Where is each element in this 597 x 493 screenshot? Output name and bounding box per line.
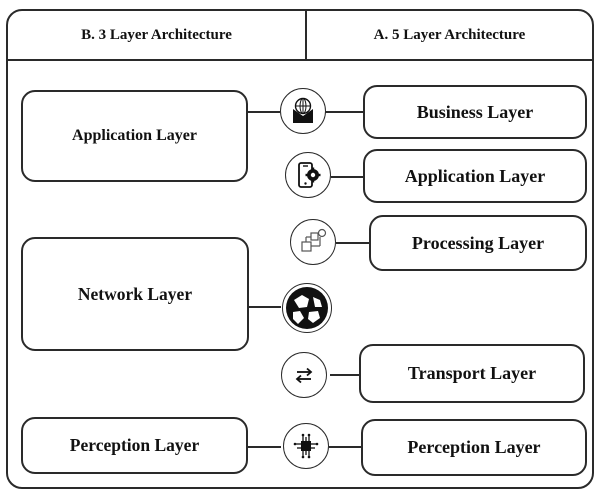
header-divider <box>305 11 307 59</box>
five-layer-perception-box: Perception Layer <box>361 419 587 476</box>
chip-icon <box>283 423 329 469</box>
three-layer-title: B. 3 Layer Architecture <box>81 26 232 43</box>
mobile-gear-icon <box>285 152 331 198</box>
transfer-arrows-icon <box>281 352 327 398</box>
connector-perception-3 <box>248 446 281 448</box>
globe-mail-icon <box>280 88 326 134</box>
connector-perception-5 <box>329 446 362 448</box>
three-layer-network-box: Network Layer <box>21 237 249 351</box>
processing-nodes-icon <box>290 219 336 265</box>
connector-transport <box>330 374 362 376</box>
five-layer-business-box: Business Layer <box>363 85 587 139</box>
five-layer-application-box: Application Layer <box>363 149 587 203</box>
globe-network-icon <box>282 283 332 333</box>
connector-business <box>325 111 365 113</box>
three-layer-perception-box: Perception Layer <box>21 417 248 474</box>
header-row: B. 3 Layer Architecture A. 5 Layer Archi… <box>8 11 592 61</box>
five-layer-processing-box: Processing Layer <box>369 215 587 271</box>
connector-network <box>249 306 281 308</box>
three-layer-application-box: Application Layer <box>21 90 248 182</box>
connector-application-5 <box>331 176 365 178</box>
diagram-frame: B. 3 Layer Architecture A. 5 Layer Archi… <box>6 9 594 489</box>
connector-processing <box>336 242 370 244</box>
five-layer-transport-box: Transport Layer <box>359 344 585 403</box>
connector-application <box>247 111 280 113</box>
five-layer-title: A. 5 Layer Architecture <box>373 26 526 43</box>
